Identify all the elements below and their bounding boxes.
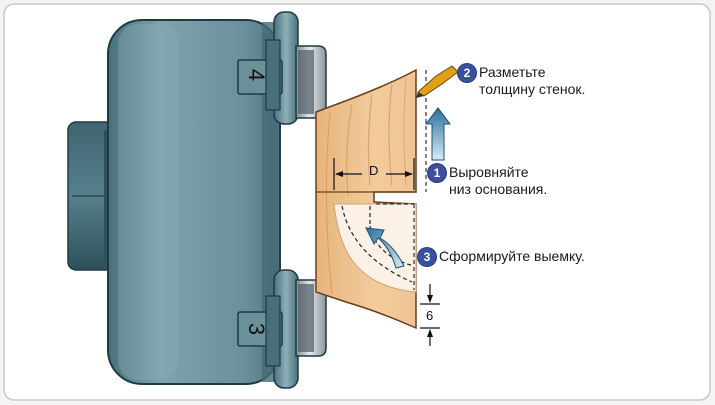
step-3-badge: 3 xyxy=(418,248,436,266)
dimension-6 xyxy=(420,284,440,346)
arrow-align-base xyxy=(425,107,451,161)
jaw-key-bottom xyxy=(237,295,283,367)
step-1-badge: 1 xyxy=(428,164,446,182)
dimension-6-label: 6 xyxy=(426,308,434,323)
dimension-d-label: D xyxy=(369,163,379,178)
callout-2-line2: толщину стенок. xyxy=(479,81,586,97)
dimension-d xyxy=(333,158,415,190)
wood-blank xyxy=(315,68,417,330)
jaw-bottom xyxy=(295,279,327,357)
callout-3-line1: Сформируйте выемку. xyxy=(439,248,585,264)
arrow-form-recess xyxy=(365,227,405,269)
step-2-badge: 2 xyxy=(458,64,476,82)
jaw-label-3: 3 xyxy=(244,322,270,336)
callout-2-line1: Разметьте xyxy=(479,64,546,80)
jaw-key-top xyxy=(237,39,283,111)
callout-1-line2: низ основания. xyxy=(449,181,548,197)
callout-1: 1 Выровняйте низ основания. xyxy=(428,164,547,198)
jaw-label-4: 4 xyxy=(244,68,270,82)
jaw-top xyxy=(295,45,327,119)
callout-3: 3 Сформируйте выемку. xyxy=(418,248,585,266)
callout-1-line1: Выровняйте xyxy=(449,164,529,180)
callout-2: 2 Разметьте толщину стенок. xyxy=(458,64,585,98)
